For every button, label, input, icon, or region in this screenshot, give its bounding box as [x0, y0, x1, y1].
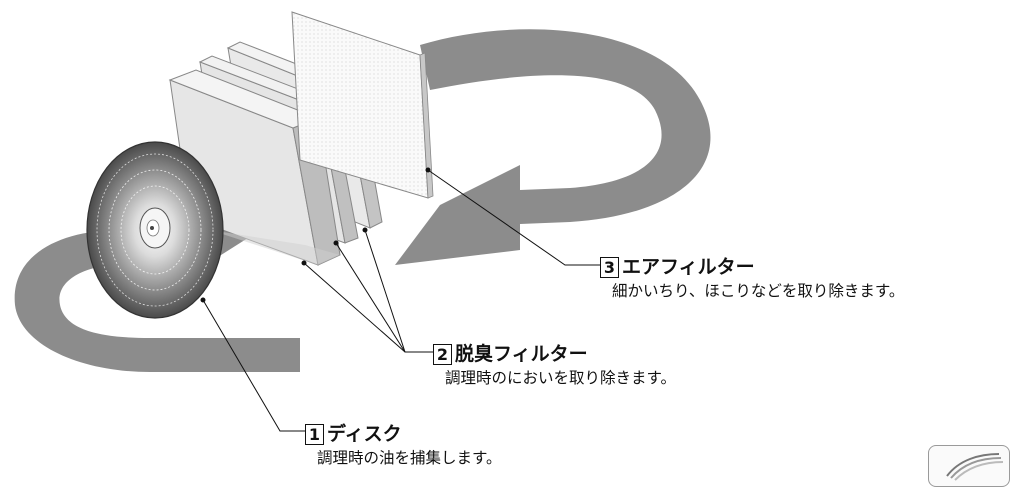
badge-icon [928, 445, 1010, 487]
callout-title: ディスク [327, 423, 402, 445]
callout-disk: 1 ディスク 調理時の油を捕集します。 [305, 423, 501, 468]
leader-line-filter-middle [335, 242, 406, 353]
callout-number: 2 [433, 343, 452, 365]
callout-description: 調理時のにおいを取り除きます。 [445, 369, 676, 387]
callout-number: 1 [305, 423, 324, 445]
callout-title: エアフィルター [622, 256, 755, 278]
callout-title: 脱臭フィルター [455, 343, 588, 365]
leader-line-air-filter [427, 169, 600, 266]
callout-air-filter: 3 エアフィルター 細かいちり、ほこりなどを取り除きます。 [600, 256, 904, 301]
filter-assembly-diagram [14, 11, 711, 432]
leader-line-filter-back [364, 229, 433, 353]
callout-deodorizing-filter: 2 脱臭フィルター 調理時のにおいを取り除きます。 [433, 343, 676, 388]
callout-number: 3 [600, 256, 619, 278]
leader-line-filter-front [303, 262, 406, 353]
leader-line-disk [202, 299, 305, 432]
air-filter [291, 11, 434, 199]
leader-lines [200, 167, 600, 432]
callout-description: 細かいちり、ほこりなどを取り除きます。 [612, 282, 905, 300]
callout-description: 調理時の油を捕集します。 [317, 449, 502, 467]
disk [86, 141, 224, 319]
